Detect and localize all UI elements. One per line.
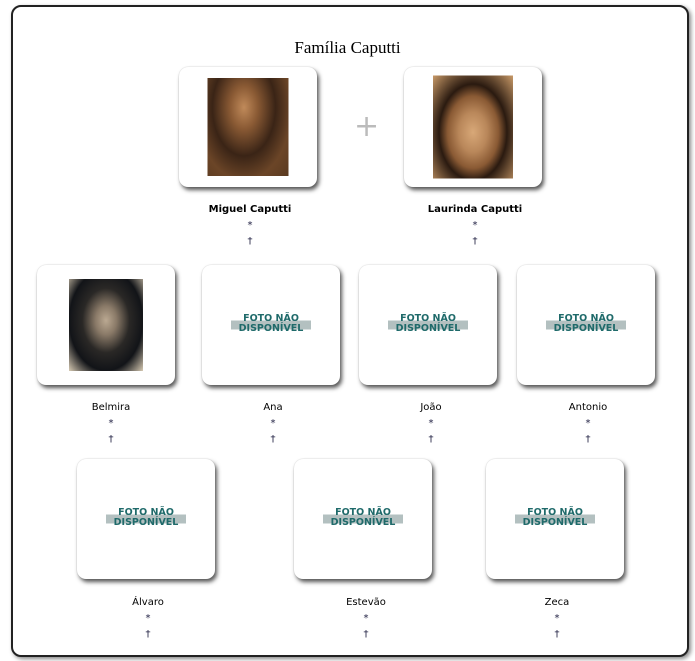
plus-icon: + bbox=[354, 109, 380, 144]
person-name: Belmira bbox=[91, 402, 131, 413]
person-belmira: Belmira * † bbox=[31, 400, 191, 448]
birth: * bbox=[363, 613, 369, 624]
photo-laurinda bbox=[433, 75, 513, 179]
photo-belmira bbox=[69, 279, 143, 371]
person-antonio: Antonio * † bbox=[508, 400, 668, 448]
death: † bbox=[554, 629, 560, 640]
person-joao: João * † bbox=[351, 400, 511, 448]
person-name: Álvaro bbox=[132, 597, 164, 608]
death: † bbox=[472, 236, 478, 247]
birth: * bbox=[270, 418, 276, 429]
person-name: Miguel Caputti bbox=[208, 204, 292, 215]
person-name: Laurinda Caputti bbox=[427, 204, 523, 215]
person-name: Ana bbox=[263, 402, 283, 413]
person-ana: Ana * † bbox=[193, 400, 353, 448]
birth: * bbox=[585, 418, 591, 429]
photo-card-miguel[interactable] bbox=[179, 67, 317, 187]
birth: * bbox=[108, 418, 114, 429]
birth: * bbox=[247, 220, 253, 231]
death: † bbox=[108, 434, 114, 445]
death: † bbox=[428, 434, 434, 445]
page-title: Família Caputti bbox=[294, 38, 401, 57]
person-name: Antonio bbox=[568, 402, 608, 413]
person-estevao: Estevão * † bbox=[286, 595, 446, 643]
person-laurinda: Laurinda Caputti * † bbox=[395, 202, 555, 250]
birth: * bbox=[472, 220, 478, 231]
death: † bbox=[270, 434, 276, 445]
death: † bbox=[145, 629, 151, 640]
person-zeca: Zeca * † bbox=[477, 595, 637, 643]
person-alvaro: Álvaro * † bbox=[68, 595, 228, 643]
person-name: Zeca bbox=[544, 597, 570, 608]
person-name: João bbox=[420, 402, 442, 413]
death: † bbox=[585, 434, 591, 445]
person-name: Estevão bbox=[346, 597, 386, 608]
photo-miguel bbox=[207, 78, 289, 176]
photo-card-laurinda[interactable] bbox=[404, 67, 542, 187]
birth: * bbox=[428, 418, 434, 429]
birth: * bbox=[554, 613, 560, 624]
death: † bbox=[363, 629, 369, 640]
birth: * bbox=[145, 613, 151, 624]
photo-card-belmira[interactable] bbox=[37, 265, 175, 385]
death: † bbox=[247, 236, 253, 247]
person-miguel: Miguel Caputti * † bbox=[170, 202, 330, 250]
